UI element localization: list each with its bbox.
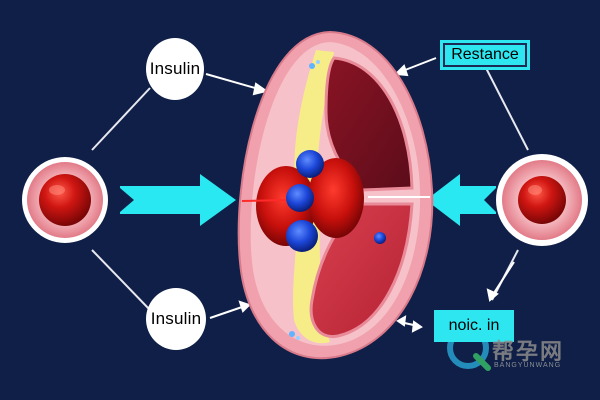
red-blood-cell-right <box>496 154 588 246</box>
arrow-insulin-top <box>205 73 263 91</box>
resistance-label-text: Restance <box>443 43 527 67</box>
insulin-molecules <box>286 150 386 252</box>
insulin-label-top-text: Insulin <box>149 59 201 78</box>
arrow-insulin-bottom <box>209 305 246 319</box>
insulin-label-bottom-text: Insulin <box>150 309 202 328</box>
connector-lines <box>91 67 529 311</box>
watermark: 帮孕网 BANGYUNWANG <box>436 326 586 378</box>
insulin-label-top: Insulin <box>146 38 204 100</box>
cyan-arrow-right <box>426 174 496 226</box>
line-resistance-to-cell-right <box>485 67 529 151</box>
pointer-arrows <box>205 57 515 333</box>
cyan-arrow-left <box>120 174 236 226</box>
line-cell-left-to-insulin-top <box>91 87 151 151</box>
line-cell-left-to-insulin-bottom <box>91 249 151 311</box>
watermark-text: 帮孕网 <box>492 339 565 365</box>
watermark-subtext: BANGYUNWANG <box>494 362 562 369</box>
resistance-label: Restance <box>440 40 530 70</box>
red-pointer-line <box>241 199 287 202</box>
red-blood-cell-left <box>22 157 108 243</box>
insulin-label-bottom: Insulin <box>146 288 206 350</box>
bottom-right-label-text: noic. in <box>448 317 500 334</box>
arrow-bottom-right-down <box>491 261 515 297</box>
bottom-right-label: noic. in <box>434 310 514 342</box>
